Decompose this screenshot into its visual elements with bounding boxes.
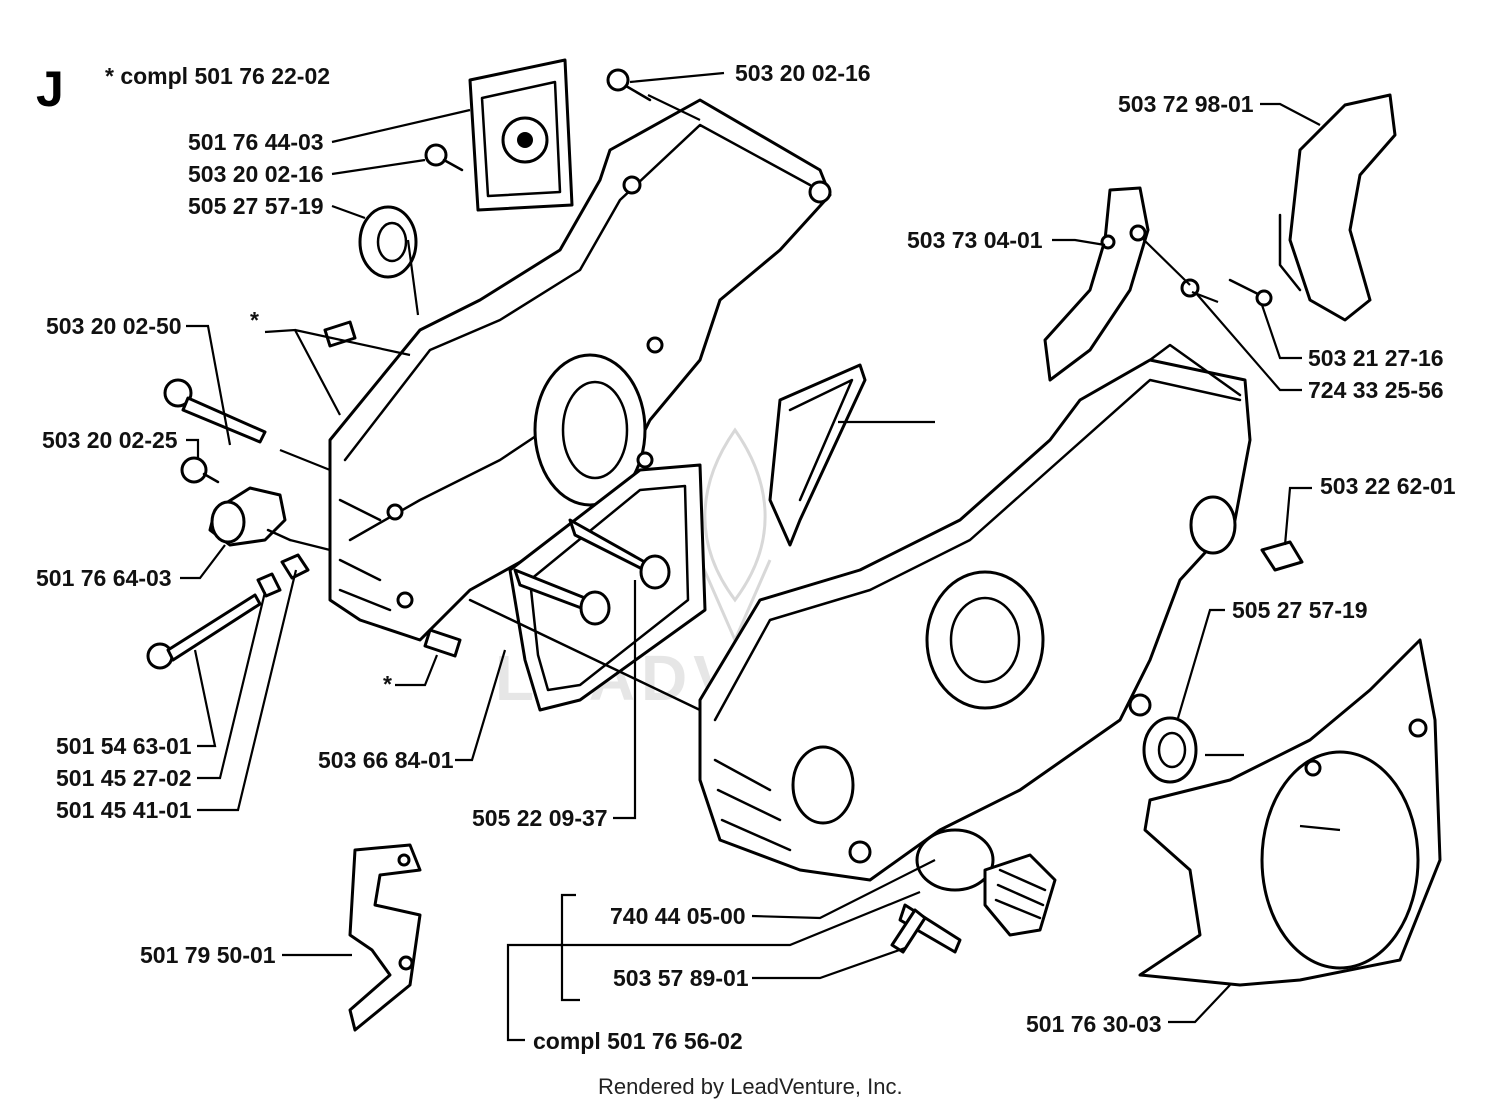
part-screw-plate [424,143,464,172]
part-chain-catcher [348,843,422,1032]
label-503-73-04-01: 503 73 04-01 [907,227,1043,253]
label-star-a: * [250,307,259,333]
part-long-bolt [163,378,267,444]
label-503-20-02-25: 503 20 02-25 [42,427,178,453]
label-501-79-50-01: 501 79 50-01 [140,942,276,968]
part-screw-25 [180,456,220,484]
label-724-33-25-56: 724 33 25-56 [1308,377,1444,403]
label-star-b: * [383,671,392,697]
part-pins [323,320,462,658]
label-503-21-27-16: 503 21 27-16 [1308,345,1444,371]
label-501-76-64-03: 501 76 64-03 [36,565,172,591]
part-cover-plate [468,58,574,212]
part-left-crankcase [328,98,832,642]
part-backplate [768,363,867,547]
label-505-22-09-37: 505 22 09-37 [472,805,608,831]
label-503-20-02-50: 503 20 02-50 [46,313,182,339]
label-503-72-98-01: 503 72 98-01 [1118,91,1254,117]
label-501-76-30-03: 501 76 30-03 [1026,1011,1162,1037]
part-studs [513,518,671,626]
part-flywheel-cover [1138,638,1442,987]
label-503-66-84-01: 503 66 84-01 [318,747,454,773]
part-deflector [1278,93,1397,322]
kit-note: * compl 501 76 22-02 [105,63,330,89]
label-501-54-63-01: 501 54 63-01 [56,733,192,759]
label-503-57-89-01: 503 57 89-01 [613,965,749,991]
label-501-76-44-03: 501 76 44-03 [188,129,324,155]
label-501-45-27-02: 501 45 27-02 [56,765,192,791]
label-505-27-57-19-b: 505 27 57-19 [1232,597,1368,623]
label-740-44-05-00: 740 44 05-00 [610,903,746,929]
part-bolt-54 [146,593,262,670]
label-501-45-41-01: 501 45 41-01 [56,797,192,823]
label-503-20-02-16-b: 503 20 02-16 [735,60,871,86]
part-seal-b [1142,716,1198,784]
part-guard [1043,186,1150,382]
part-adjuster [208,486,292,547]
label-503-22-62-01: 503 22 62-01 [1320,473,1456,499]
part-washers [256,553,310,598]
part-pump-assembly [890,828,1057,954]
leader-lines [180,71,1341,1042]
label-505-27-57-19-a: 505 27 57-19 [188,193,324,219]
label-503-20-02-16-a: 503 20 02-16 [188,161,324,187]
part-small-screws [1180,278,1273,307]
footer-credit: Rendered by LeadVenture, Inc. [598,1074,903,1099]
part-screw-top [606,68,652,102]
part-labels: 501 76 44-03 503 20 02-16 505 27 57-19 5… [36,60,1456,1054]
label-compl-501-76-56-02: compl 501 76 56-02 [533,1028,743,1054]
part-seal-a [358,205,418,279]
section-letter: J [36,61,64,117]
part-right-crankcase [698,343,1252,882]
part-clip [1260,540,1304,572]
